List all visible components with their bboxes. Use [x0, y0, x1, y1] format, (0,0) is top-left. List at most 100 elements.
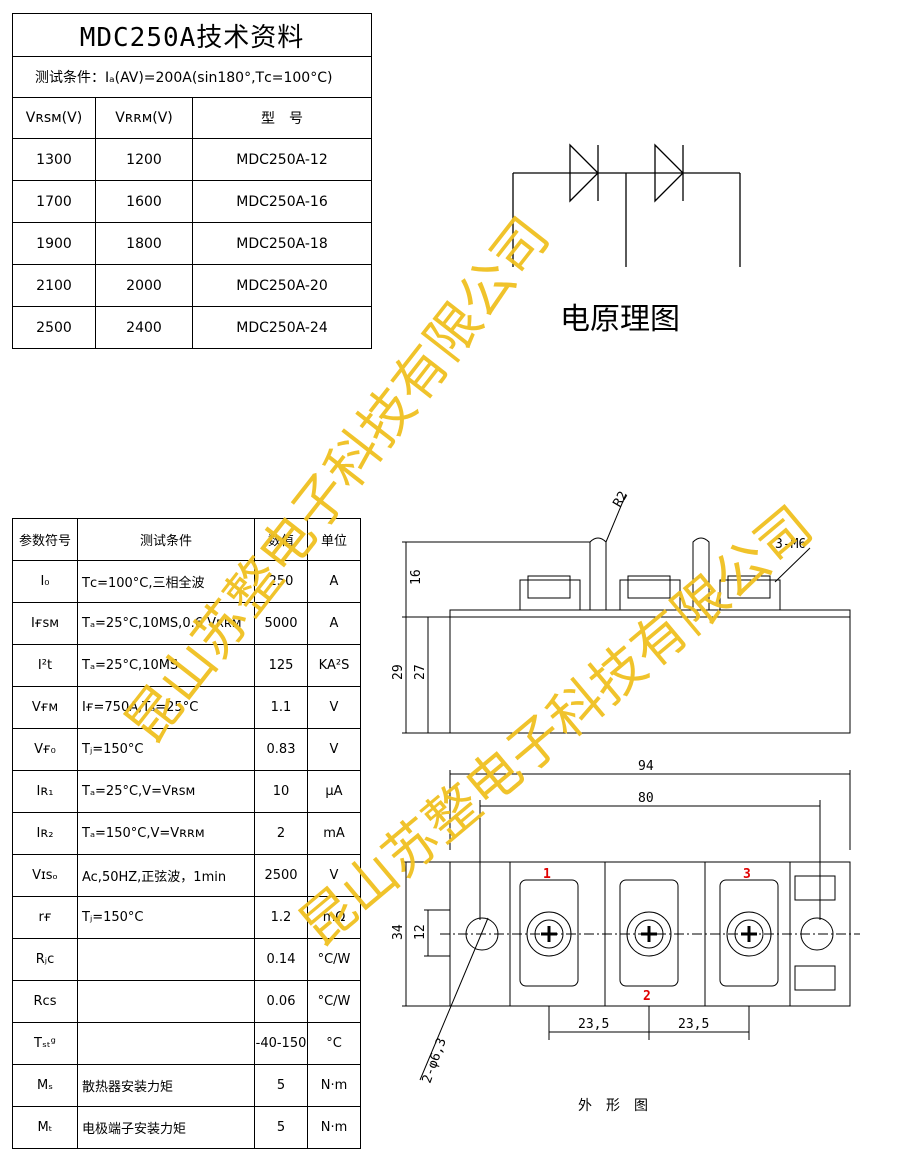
table-cell: Vғᴍ [12, 686, 78, 729]
table-cell: 125 [254, 644, 308, 687]
table-cell: Tₐ=150°C,V=Vʀʀᴍ [77, 812, 255, 855]
table-cell: mΩ [307, 896, 361, 939]
table-cell: 0.06 [254, 980, 308, 1023]
table-cell: 1600 [95, 180, 193, 223]
header-vrrm: Vʀʀᴍ(V) [95, 97, 193, 139]
table-row: Rⱼᴄ 0.14°C/W [12, 938, 361, 981]
table-cell: Rᴄѕ [12, 980, 78, 1023]
table-cell: Mₜ [12, 1106, 78, 1149]
pin-label-3: 3 [743, 867, 751, 882]
table-cell: Tₐ=25°C,V=Vʀѕᴍ [77, 770, 255, 813]
table-cell: MDC250A-24 [192, 306, 372, 349]
table-row: Tₛₜᵍ -40-150°C [12, 1022, 361, 1065]
table-cell: V [307, 728, 361, 771]
table-cell [77, 938, 255, 981]
table-cell: MDC250A-16 [192, 180, 372, 223]
table-cell: 1.1 [254, 686, 308, 729]
table-cell: 2 [254, 812, 308, 855]
table-cell: MDC250A-20 [192, 264, 372, 307]
header-model: 型 号 [192, 97, 372, 139]
dim-94: 94 [638, 759, 654, 774]
header-symbol: 参数符号 [12, 518, 78, 561]
dim-34: 34 [391, 924, 406, 940]
table-cell: Iʀ₁ [12, 770, 78, 813]
table-cell: Iғѕᴍ [12, 602, 78, 645]
table-cell [77, 980, 255, 1023]
terminal-tab [692, 537, 710, 610]
table-cell: Ac,50HZ,正弦波，1min [77, 854, 255, 897]
dim-23-5-right: 23,5 [678, 1017, 709, 1032]
dim-29: 29 [391, 664, 406, 680]
outline-caption: 外 形 图 [578, 1098, 648, 1114]
schematic-caption: 电原理图 [560, 302, 680, 337]
header-vrsm: Vʀѕᴍ(V) [12, 97, 96, 139]
table-cell: 5000 [254, 602, 308, 645]
table-cell: KA²S [307, 644, 361, 687]
table-cell: -40-150 [254, 1022, 308, 1065]
table-cell: 5 [254, 1106, 308, 1149]
table-cell: 0.14 [254, 938, 308, 981]
dim-12: 12 [413, 924, 428, 940]
table-cell: Rⱼᴄ [12, 938, 78, 981]
diode-schematic [512, 143, 741, 267]
table-cell: 2400 [95, 306, 193, 349]
table-cell: 2100 [12, 264, 96, 307]
table-cell: A [307, 602, 361, 645]
table-cell: 1700 [12, 180, 96, 223]
table-cell: 0.83 [254, 728, 308, 771]
table-cell: 1300 [12, 138, 96, 181]
table-cell: 250 [254, 560, 308, 603]
table-cell: μA [307, 770, 361, 813]
dim-80: 80 [638, 791, 654, 806]
test-condition: 测试条件：Iₐ(AV)=200A(sin180°,Tᴄ=100°C) [12, 56, 372, 98]
table-cell: Vɪѕₒ [12, 854, 78, 897]
pin-label-1: 1 [543, 867, 551, 882]
table-cell: Tₛₜᵍ [12, 1022, 78, 1065]
table-cell: V [307, 854, 361, 897]
table-cell: 电极端子安装力矩 [77, 1106, 255, 1149]
header-value: 数值 [254, 518, 308, 561]
table-cell: N·m [307, 1064, 361, 1107]
table-cell: 5 [254, 1064, 308, 1107]
table-cell: Mₛ [12, 1064, 78, 1107]
table-cell: °C/W [307, 938, 361, 981]
dim-r2: R2 [610, 489, 631, 510]
table-cell: Tⱼ=150°C [77, 728, 255, 771]
table-cell: mA [307, 812, 361, 855]
dim-3m6: 3-M6 [775, 537, 806, 552]
table-cell: A [307, 560, 361, 603]
table-cell: MDC250A-18 [192, 222, 372, 265]
dim-23-5-left: 23,5 [578, 1017, 609, 1032]
table-cell: MDC250A-12 [192, 138, 372, 181]
table-cell: Vғ₀ [12, 728, 78, 771]
terminal-tab [589, 537, 607, 610]
table-cell: I₀ [12, 560, 78, 603]
table-cell: 散热器安装力矩 [77, 1064, 255, 1107]
table-cell: 2500 [12, 306, 96, 349]
table-cell: V [307, 686, 361, 729]
spec-table: MDC250A技术资料 测试条件：Iₐ(AV)=200A(sin180°,Tᴄ=… [12, 13, 372, 349]
table-cell [77, 1022, 255, 1065]
dim-27: 27 [413, 664, 428, 680]
dim-16: 16 [409, 569, 424, 585]
table-cell: °C [307, 1022, 361, 1065]
table-cell: N·m [307, 1106, 361, 1149]
table-cell: 10 [254, 770, 308, 813]
dim-hole: 2-φ6,3 [420, 1036, 450, 1085]
table-cell: Tⱼ=150°C [77, 896, 255, 939]
table-cell: rғ [12, 896, 78, 939]
table-cell: 1200 [95, 138, 193, 181]
outline-drawing: R2 3-M6 16 29 27 94 80 34 12 23,5 23,5 2… [391, 489, 860, 1085]
table-cell: 1800 [95, 222, 193, 265]
table-cell: Tᴄ=100°C,三相全波 [77, 560, 255, 603]
table-cell: Iғ=750A,Tₐ=25°C [77, 686, 255, 729]
